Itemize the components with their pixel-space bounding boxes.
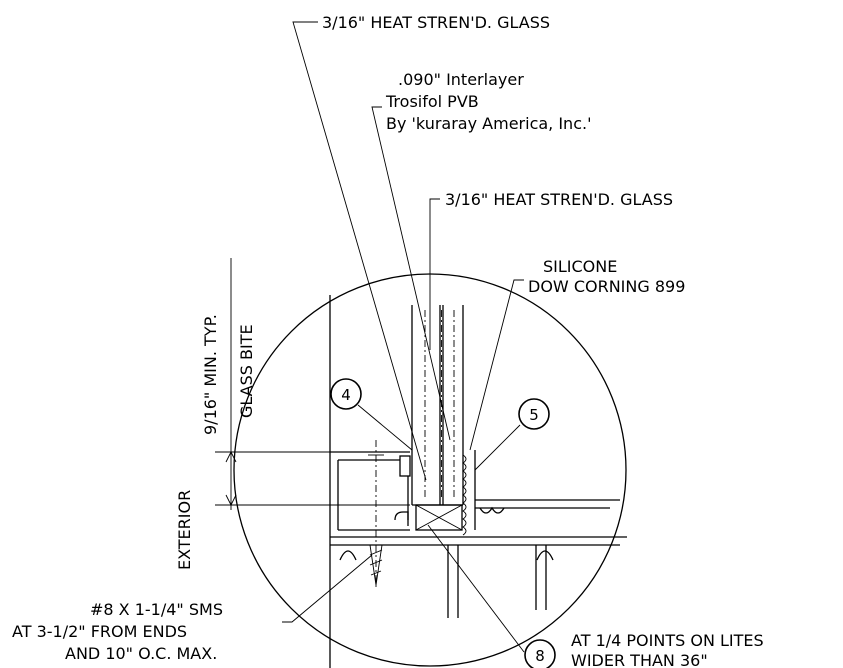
base-extrusion bbox=[330, 499, 627, 618]
silicone-bead bbox=[462, 450, 476, 536]
label-screw-3: AND 10" O.C. MAX. bbox=[65, 644, 217, 663]
callout-5: 5 bbox=[518, 398, 550, 430]
callout-4: 4 bbox=[330, 378, 362, 410]
label-interlayer-2: Trosifol PVB bbox=[385, 92, 479, 111]
label-note-2: WIDER THAN 36" bbox=[571, 651, 708, 668]
callout-8: 8 bbox=[524, 639, 556, 668]
leader-lines bbox=[282, 21, 525, 653]
svg-text:5: 5 bbox=[529, 406, 539, 424]
label-screw-1: #8 X 1-1/4" SMS bbox=[90, 600, 223, 619]
label-interlayer-3: By 'kuraray America, Inc.' bbox=[386, 114, 591, 133]
label-silicone-2: DOW CORNING 899 bbox=[528, 277, 685, 296]
frame-exterior-stop bbox=[329, 295, 411, 668]
svg-text:8: 8 bbox=[535, 647, 545, 665]
screw bbox=[368, 440, 384, 590]
label-glass-inner: 3/16" HEAT STREN'D. GLASS bbox=[445, 190, 673, 209]
label-screw-2: AT 3-1/2" FROM ENDS bbox=[12, 622, 187, 641]
label-note-1: AT 1/4 POINTS ON LITES bbox=[571, 631, 764, 650]
setting-block bbox=[415, 504, 463, 531]
label-interlayer-1: .090" Interlayer bbox=[398, 70, 524, 89]
glass-bite-dimension bbox=[215, 258, 410, 510]
label-bite-1: 9/16" MIN. TYP. bbox=[201, 314, 220, 435]
svg-text:4: 4 bbox=[341, 386, 351, 404]
label-glass-outer: 3/16" HEAT STREN'D. GLASS bbox=[322, 13, 550, 32]
label-bite-2: GLASS BITE bbox=[237, 324, 256, 418]
label-silicone-1: SILICONE bbox=[543, 257, 617, 276]
laminated-glass bbox=[411, 305, 464, 506]
label-exterior: EXTERIOR bbox=[175, 490, 194, 570]
